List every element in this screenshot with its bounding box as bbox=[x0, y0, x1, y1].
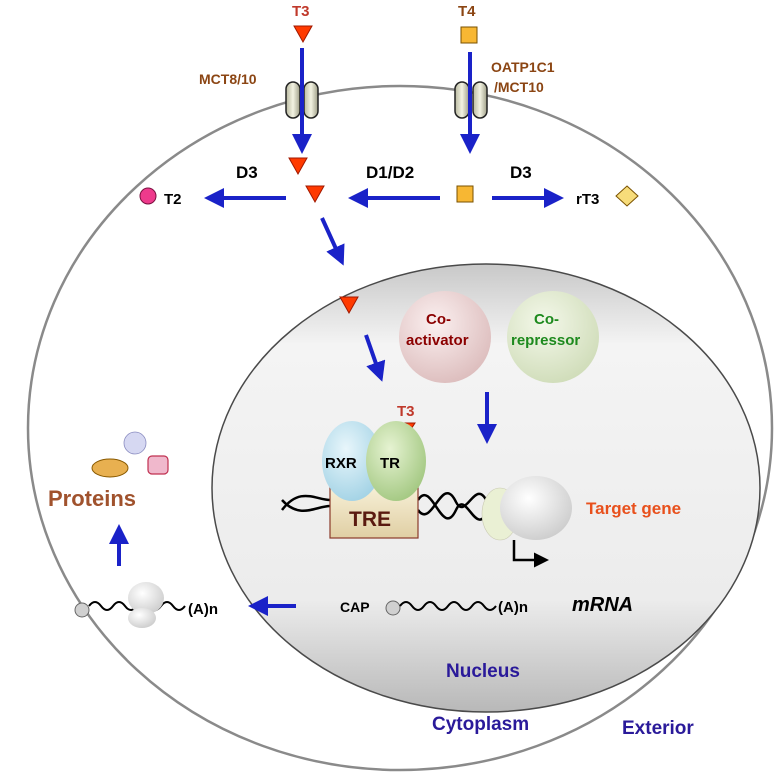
nucleus bbox=[211, 263, 761, 713]
cytoplasm-label: Cytoplasm bbox=[432, 714, 529, 735]
nucleus-label: Nucleus bbox=[446, 661, 520, 682]
coactivator bbox=[399, 291, 491, 383]
t3-nucleus-triangle bbox=[339, 296, 359, 315]
transcription-start-arrow bbox=[512, 540, 549, 568]
corepressor-label-line2: repressor bbox=[511, 332, 580, 349]
t4-top-square bbox=[460, 26, 478, 44]
t3-to-receptor-arrow bbox=[364, 334, 386, 382]
polya-nucleus-label: (A)n bbox=[498, 599, 528, 616]
coactivator-label-line2: activator bbox=[406, 332, 469, 349]
coactivator-label-line1: Co- bbox=[426, 311, 451, 328]
oatp1c1-label: OATP1C1 bbox=[491, 59, 555, 75]
polya-cytoplasm-label: (A)n bbox=[188, 601, 218, 618]
corepressor-label-line1: Co- bbox=[534, 311, 559, 328]
d3-left-label: D3 bbox=[236, 163, 258, 182]
t4-top-label: T4 bbox=[458, 3, 476, 20]
mct8-10-label: MCT8/10 bbox=[199, 71, 257, 87]
t2-label: T2 bbox=[164, 191, 182, 208]
t3-to-nucleus-arrow bbox=[320, 217, 345, 266]
proteins-label: Proteins bbox=[48, 486, 136, 511]
oatp1c1-mct10-transporter bbox=[454, 81, 488, 119]
t3-receptor-label: T3 bbox=[397, 403, 415, 420]
t4-cytoplasm-square bbox=[456, 185, 474, 203]
tre-label: TRE bbox=[349, 508, 391, 531]
protein-circle bbox=[123, 431, 147, 455]
exterior-label: Exterior bbox=[622, 718, 694, 739]
polymerase-large bbox=[500, 476, 572, 540]
t2-circle bbox=[139, 187, 157, 205]
rxr-receptor bbox=[322, 421, 382, 501]
rt3-label: rT3 bbox=[576, 191, 599, 208]
protein-oval bbox=[91, 458, 129, 478]
t3-top-triangle bbox=[293, 25, 313, 44]
t3-cytoplasm-triangle-2 bbox=[305, 185, 325, 204]
ribosome-large bbox=[128, 582, 164, 614]
mrna-cytoplasm bbox=[74, 582, 186, 628]
ribosome-small bbox=[128, 608, 156, 628]
target-gene-label: Target gene bbox=[586, 499, 681, 518]
tr-receptor bbox=[366, 421, 426, 501]
mct8-10-transporter bbox=[285, 81, 319, 119]
mrna-label: mRNA bbox=[572, 594, 633, 616]
pathway-arrows bbox=[109, 48, 564, 616]
cap-label: CAP bbox=[340, 599, 370, 615]
d3-right-label: D3 bbox=[510, 163, 532, 182]
rxr-label: RXR bbox=[325, 455, 357, 472]
d1-d2-label: D1/D2 bbox=[366, 163, 414, 182]
mct10-label: /MCT10 bbox=[494, 79, 544, 95]
corepressor bbox=[507, 291, 599, 383]
t3-cytoplasm-triangle-1 bbox=[288, 157, 308, 176]
protein-square bbox=[147, 455, 169, 475]
t3-top-label: T3 bbox=[292, 3, 310, 20]
mrna-nucleus bbox=[385, 600, 497, 616]
tr-label: TR bbox=[380, 455, 400, 472]
rt3-diamond bbox=[615, 185, 639, 207]
